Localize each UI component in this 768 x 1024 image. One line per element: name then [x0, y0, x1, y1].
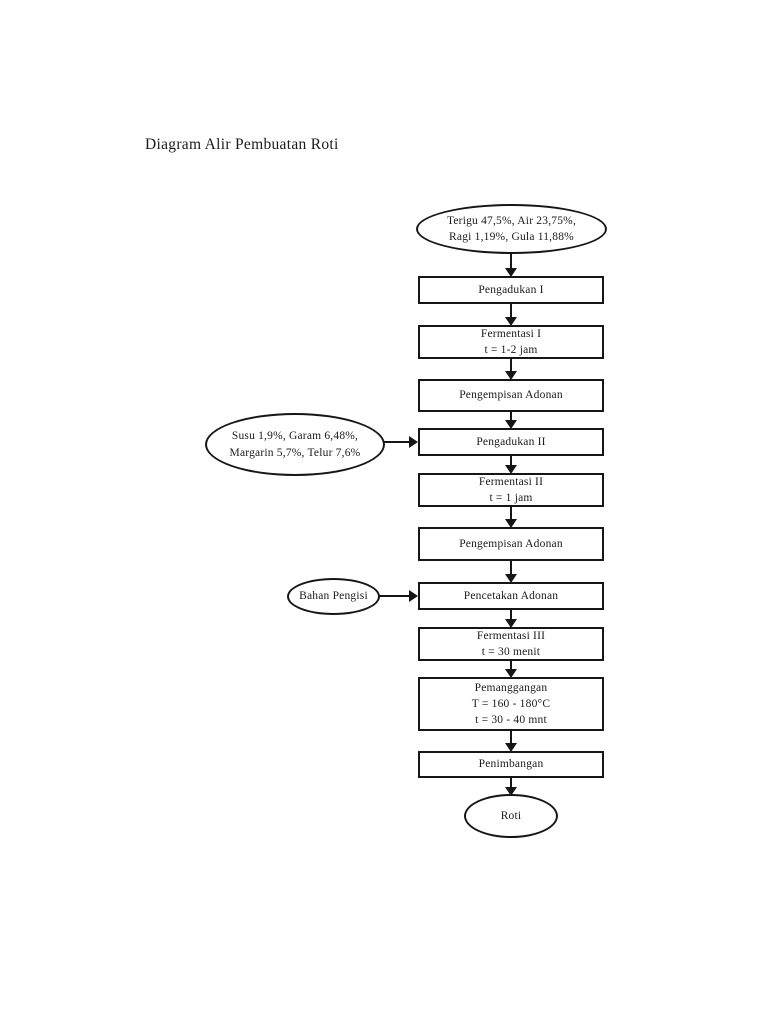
process-box-pengempisan-adonan-1: Pengempisan Adonan: [418, 379, 604, 412]
flow-arrow-down-icon: [505, 661, 517, 678]
flow-arrow-down-icon: [505, 456, 517, 474]
flow-arrow-down-icon: [505, 253, 517, 277]
process-box-fermentasi-1: Fermentasi I t = 1-2 jam: [418, 325, 604, 359]
flow-arrow-down-icon: [505, 507, 517, 528]
process-box-pemanggangan: Pemanggangan T = 160 - 180°C t = 30 - 40…: [418, 677, 604, 731]
process-box-pencetakan-adonan: Pencetakan Adonan: [418, 582, 604, 610]
page-title: Diagram Alir Pembuatan Roti: [145, 136, 339, 153]
flow-arrow-down-icon: [505, 359, 517, 380]
flow-arrow-down-icon: [505, 561, 517, 583]
flow-arrow-right-icon: [384, 436, 418, 448]
process-box-pengempisan-adonan-2: Pengempisan Adonan: [418, 527, 604, 561]
flow-arrow-down-icon: [505, 610, 517, 628]
process-box-fermentasi-3: Fermentasi III t = 30 menit: [418, 627, 604, 661]
input-ellipse-bahan-pengisi: Bahan Pengisi: [287, 578, 380, 615]
flow-arrow-down-icon: [505, 304, 517, 326]
process-box-fermentasi-2: Fermentasi II t = 1 jam: [418, 473, 604, 507]
flow-arrow-down-icon: [505, 731, 517, 752]
flow-arrow-down-icon: [505, 778, 517, 796]
process-box-pengadukan-1: Pengadukan I: [418, 276, 604, 304]
process-box-penimbangan: Penimbangan: [418, 751, 604, 778]
start-ellipse-ingredients: Terigu 47,5%, Air 23,75%, Ragi 1,19%, Gu…: [416, 204, 607, 254]
flow-arrow-right-icon: [379, 590, 418, 602]
flow-arrow-down-icon: [505, 412, 517, 429]
end-ellipse-roti: Roti: [464, 794, 558, 838]
process-box-pengadukan-2: Pengadukan II: [418, 428, 604, 456]
input-ellipse-susu-garam-margarin-telur: Susu 1,9%, Garam 6,48%, Margarin 5,7%, T…: [205, 413, 385, 476]
